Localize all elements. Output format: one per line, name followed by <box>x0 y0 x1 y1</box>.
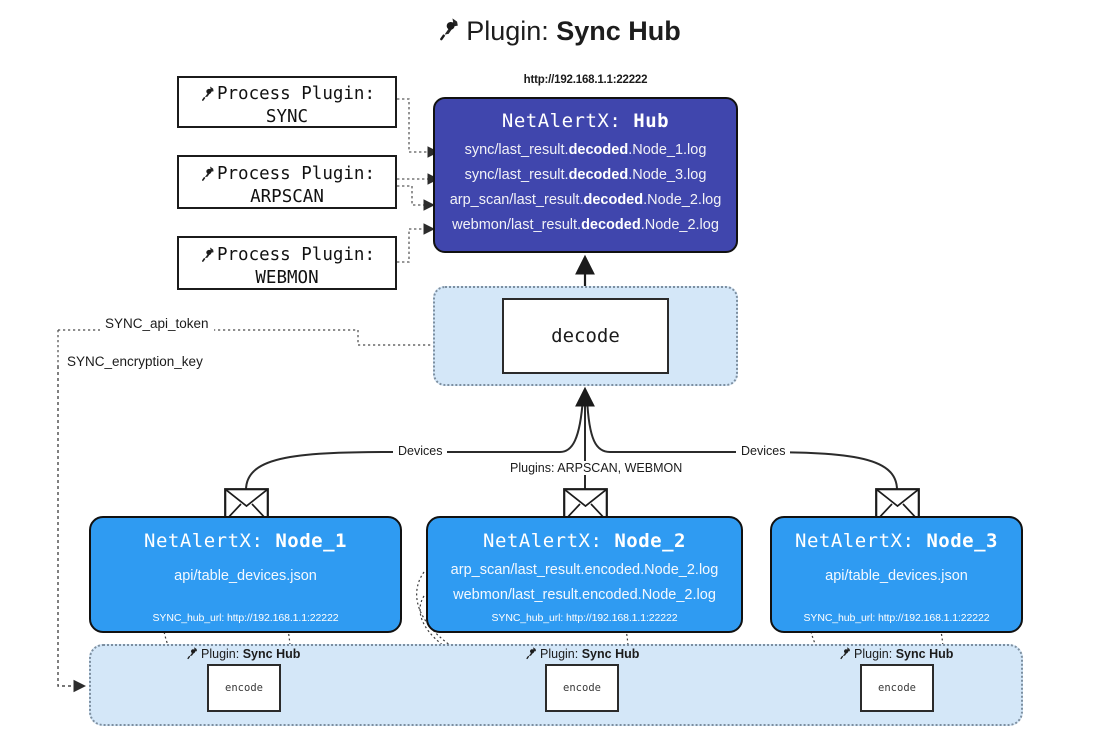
node-hub-url-label: SYNC_hub_url: http://192.168.1.1:22222 <box>152 612 339 624</box>
hub-title: NetAlertX: Hub <box>435 110 736 132</box>
process-plugin-name: WEBMON <box>255 267 319 288</box>
node-line: api/table_devices.json <box>825 568 968 584</box>
node-line: webmon/last_result.encoded.Node_2.log <box>453 586 716 603</box>
process-plugin-label: Process Plugin: <box>216 245 376 266</box>
process-plugin-label: Process Plugin: <box>216 84 376 105</box>
node-lines: api/table_devices.json <box>772 564 1021 589</box>
sync-api-token-label: SYNC_api_token <box>100 316 214 331</box>
decode-box[interactable]: decode <box>502 298 669 374</box>
process-plugin-name: ARPSCAN <box>250 186 324 207</box>
band-plugin-label-3: Plugin: Sync Hub <box>838 646 953 661</box>
node-line: api/table_devices.json <box>174 568 317 584</box>
hub-log-entry: arp_scan/last_result.decoded.Node_2.log <box>449 191 722 208</box>
node-lines: api/table_devices.json <box>91 564 400 589</box>
page-title: Plugin: Sync Hub <box>0 16 1117 49</box>
hub-url-label: http://192.168.1.1:22222 <box>523 74 648 86</box>
node-title: NetAlertX: Node_1 <box>144 530 347 552</box>
edge-label-devices-left: Devices <box>393 444 448 458</box>
encode-box-3[interactable]: encode <box>860 664 934 712</box>
process-plugin-box-arpscan[interactable]: Process Plugin: ARPSCAN <box>177 155 397 209</box>
encode-box-1[interactable]: encode <box>207 664 281 712</box>
band-plugin-label-2: Plugin: Sync Hub <box>524 646 639 661</box>
node-line: arp_scan/last_result.encoded.Node_2.log <box>450 562 719 578</box>
hub-title-name: Hub <box>633 110 670 132</box>
plug-icon <box>837 645 853 662</box>
hub-log-entry: sync/last_result.decoded.Node_3.log <box>464 166 707 183</box>
edge-label-devices-right: Devices <box>736 444 791 458</box>
node-box-node-2[interactable]: NetAlertX: Node_2 arp_scan/last_result.e… <box>426 516 743 633</box>
plug-icon <box>197 82 218 106</box>
hub-log-entry: sync/last_result.decoded.Node_1.log <box>464 142 707 158</box>
node-title: NetAlertX: Node_3 <box>795 530 998 552</box>
hub-log-list: sync/last_result.decoded.Node_1.log sync… <box>435 138 736 238</box>
process-plugin-label: Process Plugin: <box>216 164 376 185</box>
hub-log-entry: webmon/last_result.decoded.Node_2.log <box>452 216 719 233</box>
node-lines: arp_scan/last_result.encoded.Node_2.log … <box>428 558 741 608</box>
process-plugin-box-sync[interactable]: Process Plugin: SYNC <box>177 76 397 128</box>
node-box-node-3[interactable]: NetAlertX: Node_3 api/table_devices.json… <box>770 516 1023 633</box>
node-title: NetAlertX: Node_2 <box>483 530 686 552</box>
edge-label-plugins: Plugins: ARPSCAN, WEBMON <box>505 461 688 475</box>
title-name: Sync Hub <box>556 16 681 46</box>
hub-box[interactable]: NetAlertX: Hub sync/last_result.decoded.… <box>433 97 738 253</box>
process-plugin-box-webmon[interactable]: Process Plugin: WEBMON <box>177 236 397 290</box>
process-plugin-name: SYNC <box>265 106 309 127</box>
hub-title-prefix: NetAlertX: <box>501 110 622 132</box>
plug-icon <box>184 645 200 662</box>
plug-icon <box>434 14 465 51</box>
node-box-node-1[interactable]: NetAlertX: Node_1 api/table_devices.json… <box>89 516 402 633</box>
encode-box-2[interactable]: encode <box>545 664 619 712</box>
band-plugin-label-1: Plugin: Sync Hub <box>185 646 300 661</box>
plug-icon <box>197 243 218 267</box>
sync-encryption-key-label: SYNC_encryption_key <box>62 354 208 369</box>
plug-icon <box>523 645 539 662</box>
title-prefix: Plugin: <box>466 16 549 46</box>
node-hub-url-label: SYNC_hub_url: http://192.168.1.1:22222 <box>803 612 990 624</box>
plug-icon <box>197 162 218 186</box>
node-hub-url-label: SYNC_hub_url: http://192.168.1.1:22222 <box>491 612 678 624</box>
